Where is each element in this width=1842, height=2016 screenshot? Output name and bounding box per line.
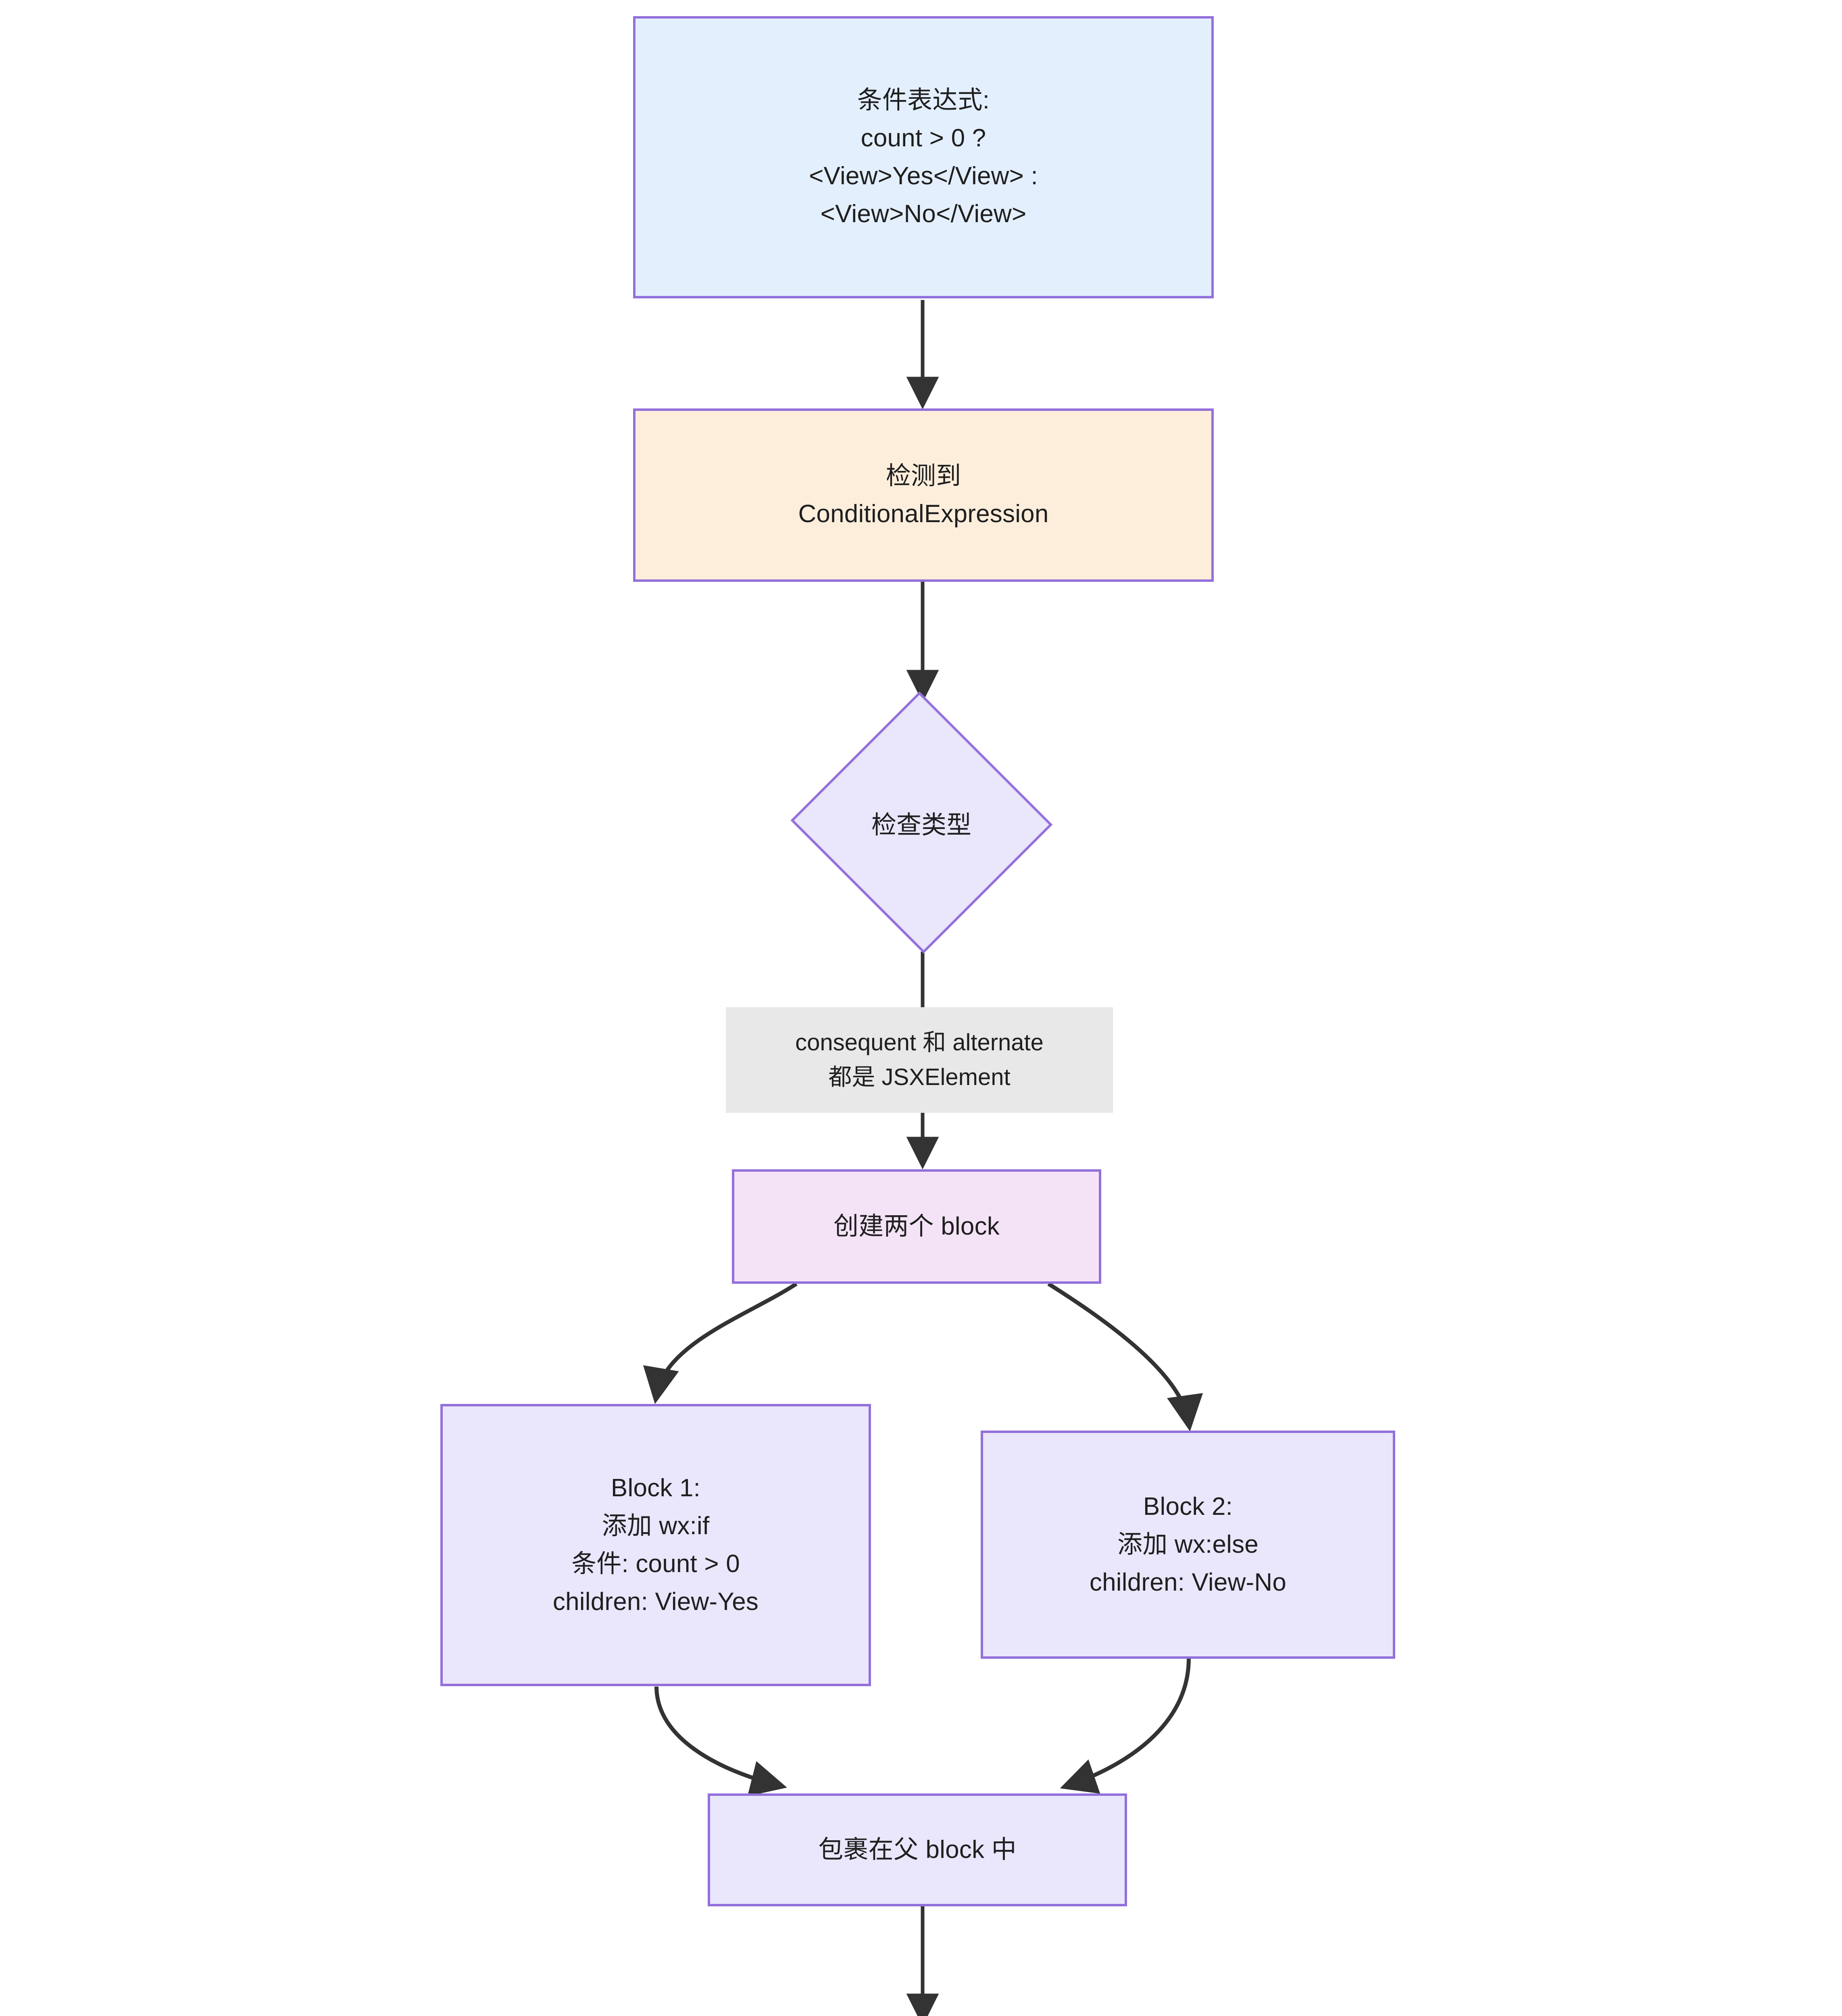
edge-create-to-block2 (1047, 1282, 1203, 1432)
node-line: 条件表达式: (857, 86, 990, 114)
edge-label-jsxelement: consequent 和 alternate 都是 JSXElement (726, 1007, 1113, 1113)
node-block-1[interactable]: Block 1: 添加 wx:if 条件: count > 0 children… (440, 1404, 871, 1686)
edge-block2-to-wrap (1060, 1658, 1191, 1794)
node-create-two-blocks[interactable]: 创建两个 block (732, 1169, 1101, 1284)
node-line: 创建两个 block (833, 1212, 1000, 1240)
node-line: ConditionalExpression (798, 500, 1049, 528)
edge-label-line: consequent 和 alternate (795, 1029, 1044, 1056)
node-wrap-in-parent-block[interactable]: 包裹在父 block 中 (708, 1793, 1127, 1906)
edge-block1-to-wrap (654, 1686, 787, 1797)
node-line: 包裹在父 block 中 (818, 1835, 1017, 1864)
node-block-2[interactable]: Block 2: 添加 wx:else children: View-No (981, 1431, 1395, 1659)
node-line: 条件: count > 0 (571, 1550, 740, 1578)
node-detect-conditional-expression[interactable]: 检测到 ConditionalExpression (633, 408, 1214, 582)
node-line: children: View-No (1089, 1568, 1287, 1597)
node-line: 检测到 (886, 462, 961, 490)
node-line: 检查类型 (871, 811, 971, 839)
node-line: 添加 wx:else (1117, 1530, 1259, 1558)
node-line: Block 2: (1143, 1492, 1233, 1520)
node-condition-expression[interactable]: 条件表达式: count > 0 ? <View>Yes</View> : <V… (633, 16, 1214, 298)
node-line: children: View-Yes (552, 1588, 759, 1616)
node-line: count > 0 ? (861, 124, 986, 152)
node-line: <View>No</View> (820, 200, 1027, 228)
node-line: <View>Yes</View> : (809, 162, 1038, 190)
node-line: Block 1: (611, 1474, 701, 1502)
edge-label-line: 都是 JSXElement (828, 1064, 1011, 1090)
edge-create-to-block1 (643, 1282, 798, 1404)
node-line: 添加 wx:if (602, 1512, 710, 1540)
node-check-type-decision[interactable]: 检查类型 (788, 691, 1054, 954)
